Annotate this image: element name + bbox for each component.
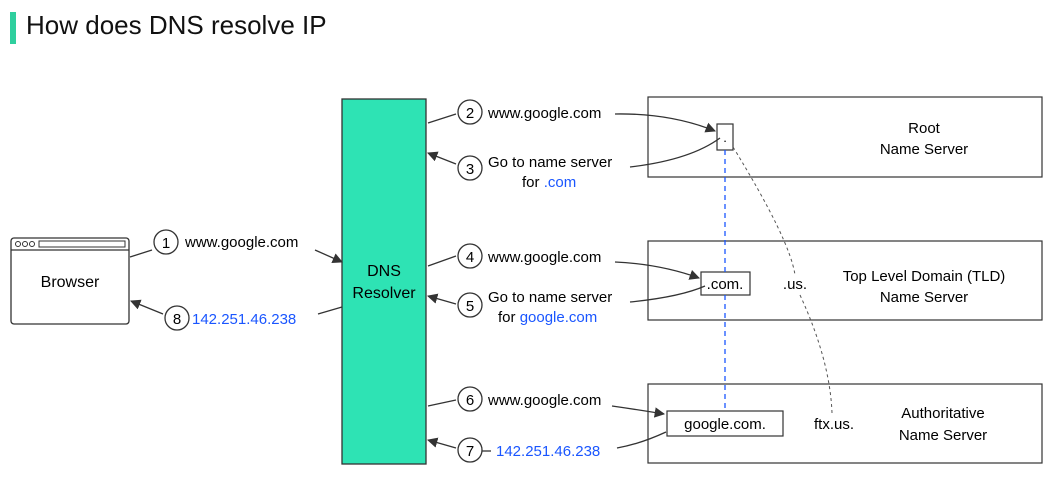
window-dot-icon [29,241,35,247]
hierarchy-link-root-us [732,146,796,276]
step-2-label: www.google.com [487,105,601,122]
browser-label: Browser [41,274,100,291]
resolver-node: DNS Resolver [341,98,427,465]
arrow-step-2b [614,113,716,133]
hierarchy-link-us-ftx [799,294,833,414]
step-1-label: www.google.com [184,234,298,251]
step-5-prefix: for [498,309,516,326]
arrow-step-7a [616,431,667,449]
window-dot-icon [22,241,28,247]
step-5-label: Go to name server [488,289,612,306]
step-3-number: 3 [466,161,474,178]
step-5-label-line2: for google.com [498,309,597,326]
step-3-label-line2: for .com [522,174,576,191]
tld-node-label: .com. [707,276,744,293]
arrow-step-1a [129,249,153,258]
step-3-label: Go to name server [488,154,612,171]
root-server-label-line2: Name Server [880,141,968,158]
arrow-step-3a [629,137,721,168]
step-3-prefix: for [522,174,540,191]
browser-node: Browser [10,237,130,325]
auth-server-label-line1: Authoritative [901,405,984,422]
step-6-circle: 6 [457,386,483,412]
auth-node-box [666,410,784,437]
step-8-circle: 8 [164,305,190,331]
step-4-circle: 4 [457,243,483,269]
step-8-number: 8 [173,311,181,328]
arrow-step-8a [317,306,343,315]
auth-server: Authoritative Name Server google.com. ft… [647,383,1043,464]
auth-node-label: google.com. [684,416,766,433]
step-7-label: 142.251.46.238 [496,443,600,460]
arrow-step-6a [427,399,457,407]
arrow-step-4a [427,255,457,267]
arrow-step-7b [427,437,457,449]
step-5-link: google.com [520,309,598,326]
step-1-number: 1 [162,235,170,252]
tld-server-label-line2: Name Server [880,289,968,306]
root-server: Root Name Server . [647,96,1043,178]
step-7-circle: 7 [457,437,483,463]
arrow-step-3b [427,151,457,165]
tld-server-label-line1: Top Level Domain (TLD) [843,268,1006,285]
resolver-label-line1: DNS [367,263,401,280]
page-title: How does DNS resolve IP [26,10,327,40]
auth-other-label: ftx.us. [814,416,854,433]
step-6-label: www.google.com [487,392,601,409]
tld-server: Top Level Domain (TLD) Name Server .com.… [647,240,1043,321]
step-2-circle: 2 [457,99,483,125]
step-6-number: 6 [466,392,474,409]
step-4-number: 4 [466,249,474,266]
step-2-number: 2 [466,105,474,122]
step-1-circle: 1 [153,229,179,255]
tld-other-label: .us. [783,276,807,293]
resolver-label-line2: Resolver [352,285,416,302]
root-node-label: . [723,130,727,145]
step-5-circle: 5 [457,292,483,318]
step-3-circle: 3 [457,155,483,181]
step-8-label: 142.251.46.238 [192,311,296,328]
arrow-step-5b [427,293,457,305]
address-bar-icon [38,240,126,248]
auth-server-label-line2: Name Server [899,427,987,444]
arrow-step-4b [614,261,700,280]
arrow-step-1b [314,249,343,263]
step-4-label: www.google.com [487,249,601,266]
window-dot-icon [15,241,21,247]
step-3-link: .com [544,174,577,191]
title-accent-bar [10,12,16,44]
arrow-step-6b [611,405,666,418]
arrow-step-2a [427,113,457,124]
step-7-number: 7 [466,443,474,460]
arrow-step-5a [629,285,706,303]
root-server-label-line1: Root [908,120,941,137]
arrow-step-8b [130,299,164,315]
step-5-number: 5 [466,298,474,315]
